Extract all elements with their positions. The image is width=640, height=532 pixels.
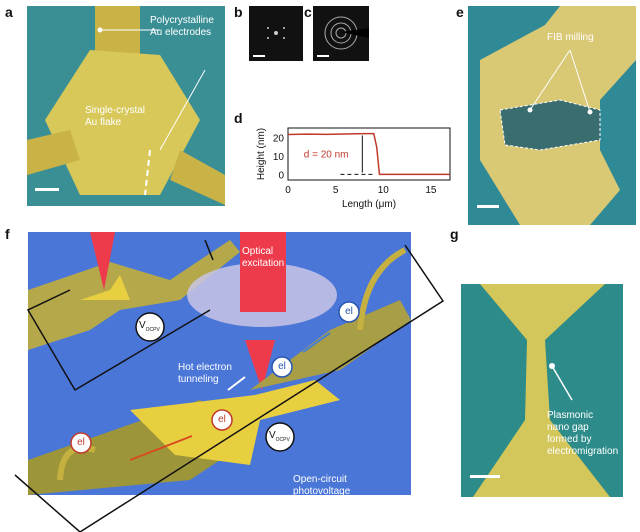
plot-frame	[287, 127, 451, 181]
fib-label: FIB milling	[547, 32, 594, 43]
panel-f-schematic	[14, 232, 445, 532]
v: V	[269, 430, 276, 441]
panel-e-image	[468, 6, 636, 225]
y-tick-label: 10	[273, 152, 285, 163]
v: V	[139, 320, 146, 331]
ocpv-label: Open-circuit photovoltage	[293, 474, 351, 497]
panel-label-f: f	[5, 226, 10, 242]
electron-1: el	[77, 437, 85, 448]
panel-label-d: d	[234, 110, 243, 126]
v-sub: OCPV	[145, 327, 160, 333]
v-sub: OCPV	[275, 437, 290, 443]
electron-4: el	[345, 306, 353, 317]
electrodes-label: Polycrystalline Au electrodes	[150, 15, 214, 38]
panel-label-c: c	[304, 4, 312, 20]
nanogap-label: Plasmonic nano gap formed by electromigr…	[547, 410, 619, 457]
panel-g-sem-image	[461, 284, 623, 497]
panel-a-image	[27, 6, 225, 206]
x-tick-label: 10	[378, 185, 390, 196]
electron-3: el	[278, 361, 286, 372]
electron-2: el	[218, 414, 226, 425]
thickness-annotation: d = 20 nm	[304, 150, 349, 161]
hot-electron-label: Hot electron tunneling	[178, 362, 232, 385]
voltage-label-2: VOCPV	[269, 430, 290, 446]
x-tick-label: 0	[285, 185, 291, 196]
series-line	[287, 132, 450, 176]
x-axis-label: Length (μm)	[342, 199, 396, 210]
optical-excitation-label: Optical excitation	[242, 246, 285, 269]
flake-label: Single-crystal Au flake	[85, 105, 146, 128]
x-tick-label: 15	[425, 185, 437, 196]
y-axis-label: Height (nm)	[256, 128, 267, 180]
panel-label-e: e	[456, 4, 464, 20]
y-tick-label: 0	[278, 170, 284, 181]
y-tick-label: 20	[273, 133, 285, 144]
voltage-label-1: VOCPV	[139, 320, 160, 336]
panel-label-g: g	[450, 226, 459, 242]
panel-label-b: b	[234, 4, 243, 20]
panel-label-a: a	[5, 4, 13, 20]
x-tick-label: 5	[333, 185, 339, 196]
